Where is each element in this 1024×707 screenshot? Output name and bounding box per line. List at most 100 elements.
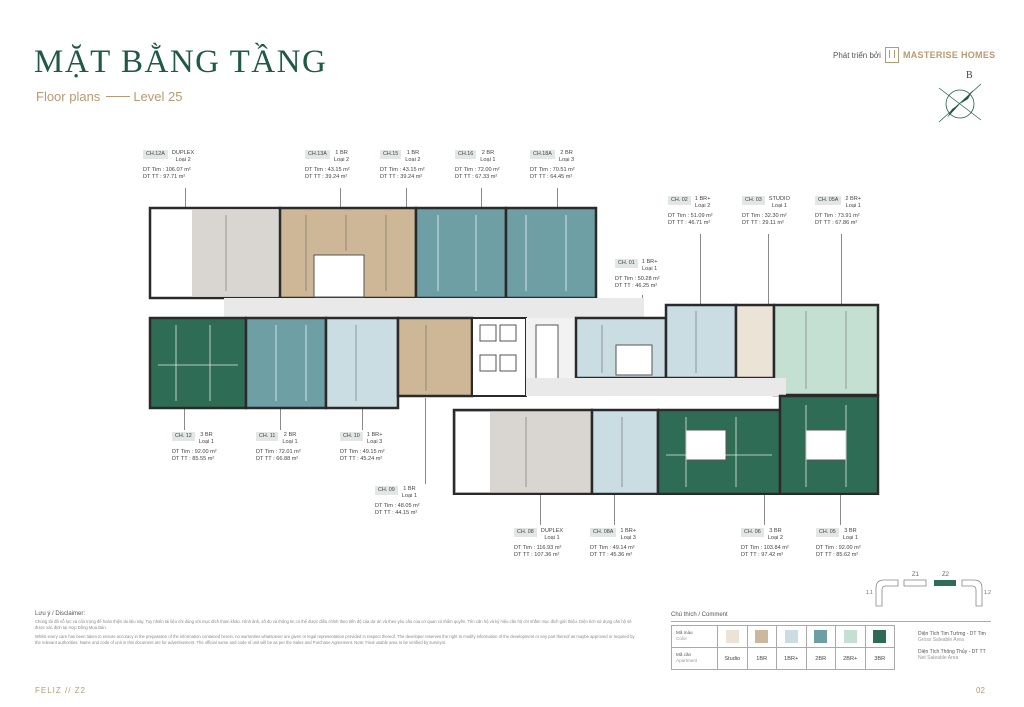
- unit-code: CH.15: [380, 150, 402, 159]
- unit-code: CH. 05A: [815, 196, 842, 205]
- legend-cell: [746, 626, 777, 647]
- leader-line: [185, 188, 186, 210]
- unit-code: CH. 05: [816, 528, 839, 537]
- unit-dt-tim: DT Tim : 103.84 m²: [741, 545, 789, 551]
- unit-type: 1 BR+: [366, 432, 383, 438]
- unit-code: CH.12A: [143, 150, 168, 159]
- unit-code: CH. 01: [615, 259, 638, 268]
- legend-cell: [718, 626, 747, 647]
- disclaimer-heading: Lưu ý / Disclaimer:: [35, 611, 86, 617]
- keymap-label: 1.1: [866, 590, 873, 596]
- unit-code: CH. 12: [172, 432, 195, 441]
- unit-code: CH. 09: [375, 486, 398, 495]
- leader-line: [614, 493, 615, 525]
- unit-loai: Loại 3: [558, 157, 575, 163]
- unit-dt-tim: DT Tim : 72.01 m²: [256, 449, 301, 455]
- unit-type: 2 BR: [560, 150, 573, 156]
- swatch-2br: [814, 630, 828, 643]
- unit-type: 1 BR: [403, 486, 416, 492]
- unit-loai: Loại 1: [544, 535, 560, 541]
- zone-key-map: Z1 Z2 1.1 1.2: [866, 572, 991, 607]
- unit-loai: Loại 1: [282, 439, 298, 445]
- unit-dt-tt: DT TT : 107.36 m²: [514, 552, 560, 558]
- unit-dt-tim: DT Tim : 48.05 m²: [375, 503, 420, 509]
- swatch-3br: [873, 630, 887, 643]
- unit-loai: Loại 2: [405, 157, 421, 163]
- leader-line: [700, 234, 701, 306]
- unit-code: CH. 11: [256, 432, 279, 441]
- unit-dt-tt: DT TT : 39.24 m²: [305, 174, 348, 180]
- unit-dt-tim: DT Tim : 116.93 m²: [514, 545, 562, 551]
- page-title: MẶT BẰNG TẦNG: [34, 44, 328, 80]
- leader-line: [425, 398, 426, 484]
- unit-type: 1 BR+: [620, 528, 637, 534]
- footer-project: FELIZ // Z2: [35, 686, 87, 695]
- unit-type: 1 BR+: [641, 259, 658, 265]
- legend-cell: [835, 626, 865, 647]
- leader-line: [768, 234, 769, 306]
- legend-color-label-vi: Mã màu: [676, 630, 693, 635]
- unit-type: DUPLEX: [171, 150, 195, 156]
- note-net-vi: Diện Tích Thông Thủy - DT TT: [918, 649, 986, 655]
- unit-dt-tim: DT Tim : 92.00 m²: [172, 449, 217, 455]
- unit-dt-tt: DT TT : 45.24 m²: [340, 456, 383, 462]
- unit-loai: Loại 2: [695, 203, 711, 209]
- unit-type: 3 BR: [200, 432, 213, 438]
- unit-type: 1 BR: [406, 150, 420, 156]
- legend-type: 1BR+: [776, 648, 806, 669]
- legend-type: 2BR+: [835, 648, 865, 669]
- page-number: 02: [976, 686, 985, 695]
- unit-dt-tim: DT Tim : 72.00 m²: [455, 167, 500, 173]
- unit-dt-tim: DT Tim : 49.15 m²: [340, 449, 385, 455]
- leader-line: [540, 493, 541, 525]
- disclaimer-en: Whilst every care has been taken to ensu…: [35, 634, 635, 645]
- subtitle-divider: [106, 95, 131, 97]
- swatch-2br-plus: [843, 630, 857, 643]
- swatch-1br-plus: [784, 630, 798, 643]
- unit-loai: Loại 3: [367, 439, 383, 445]
- unit-loai: Loại 1: [401, 493, 418, 499]
- leader-line: [406, 188, 407, 210]
- unit-dt-tt: DT TT : 44.15 m²: [375, 510, 418, 516]
- developer-brand: Phát triển bởi MASTERISE HOMES: [833, 47, 995, 63]
- unit-code: CH.13A: [305, 150, 330, 159]
- unit-dt-tim: DT Tim : 92.00 m²: [816, 545, 861, 551]
- unit-type: 2 BR: [283, 432, 297, 438]
- unit-type: 2 BR+: [845, 196, 862, 202]
- unit-loai: Loại 2: [175, 157, 191, 163]
- brand-name: MASTERISE HOMES: [902, 50, 996, 60]
- unit-type: 3 BR: [844, 528, 857, 534]
- unit-type: 3 BR: [769, 528, 782, 534]
- unit-type: STUDIO: [768, 196, 790, 202]
- legend-cell: [805, 626, 836, 647]
- unit-loai: Loại 1: [845, 203, 861, 209]
- floor-plan: [148, 206, 880, 495]
- unit-dt-tt: DT TT : 46.25 m²: [615, 283, 658, 289]
- legend-type: Studio: [724, 655, 741, 662]
- legend-type: 1BR: [746, 648, 777, 669]
- unit-code: CH.18A: [530, 150, 555, 159]
- legend-cell: [864, 626, 895, 647]
- subtitle-text: Floor plans: [36, 89, 101, 104]
- leader-line: [280, 402, 281, 430]
